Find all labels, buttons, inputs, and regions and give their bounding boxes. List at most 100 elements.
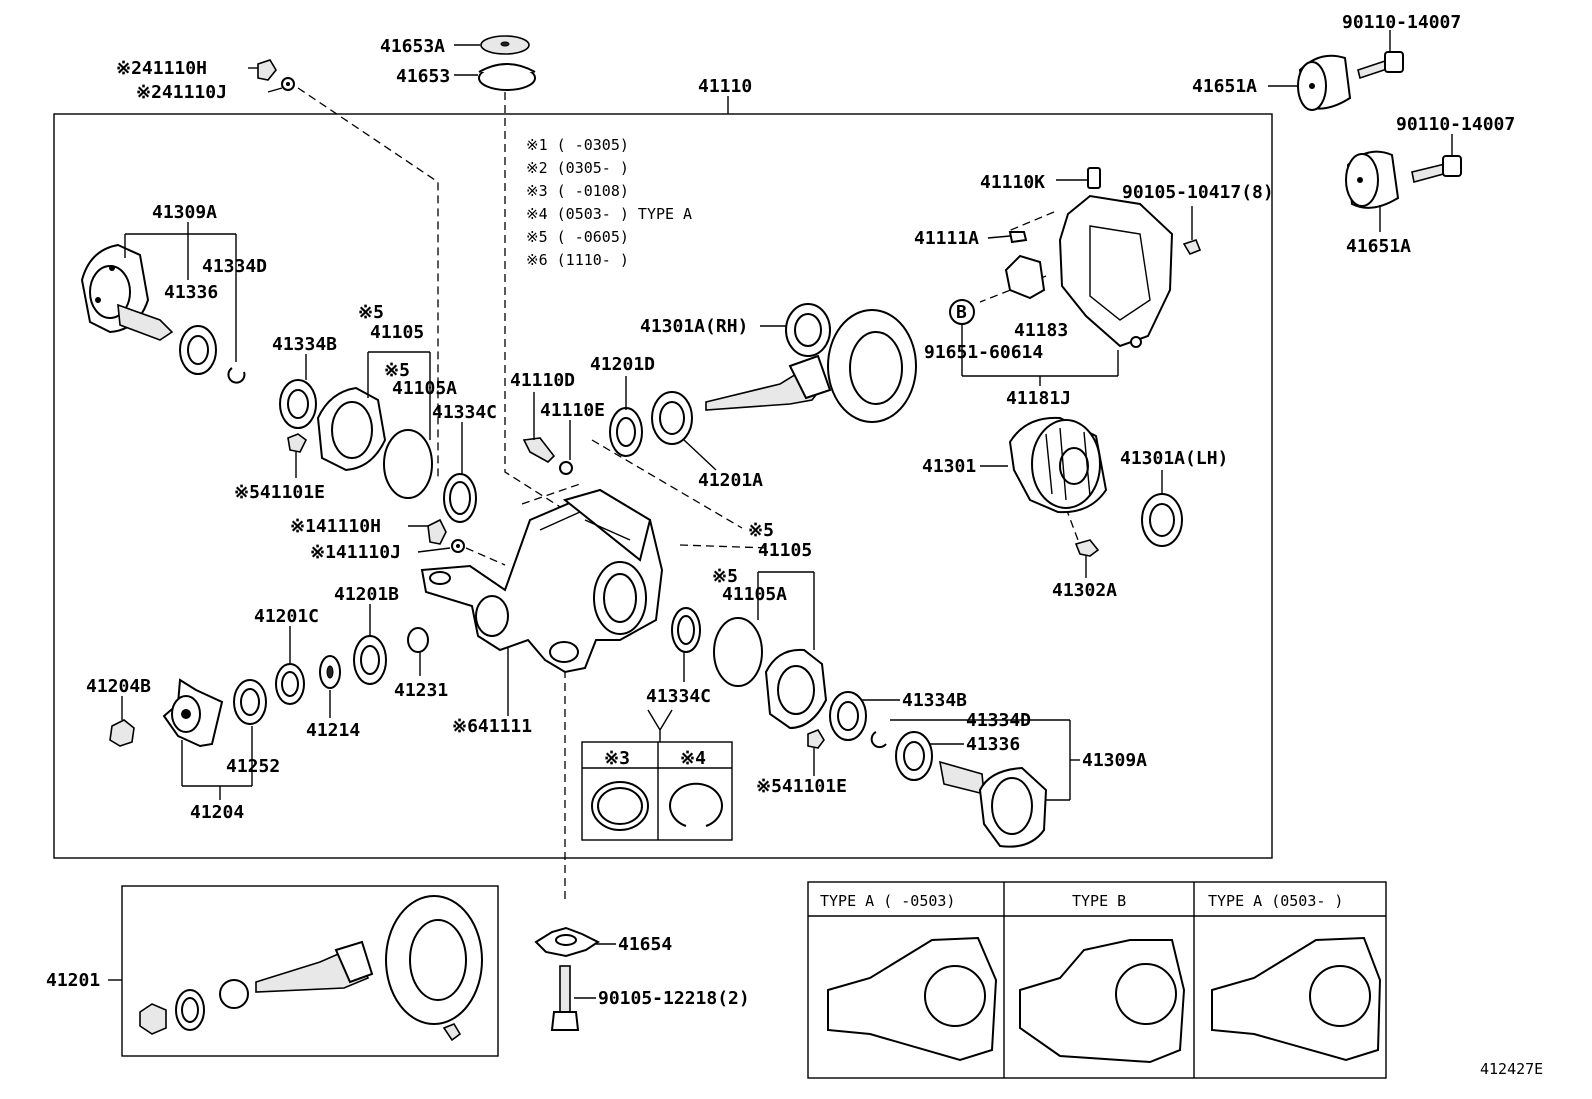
cushion-41653	[478, 63, 536, 91]
bolt-90105-10417	[1182, 239, 1202, 255]
seal-41336-right	[895, 731, 933, 781]
drive-pinion	[705, 354, 832, 411]
ring-gear	[827, 309, 917, 423]
label-41201D: 41201D	[590, 354, 655, 375]
label-41201A: 41201A	[698, 470, 763, 491]
bearing-41201C	[275, 663, 305, 705]
label-41334D-right: 41334D	[966, 710, 1031, 731]
label-41110: 41110	[698, 76, 752, 97]
bolt-41302A	[1074, 539, 1100, 557]
o-ring-41105A-left	[383, 429, 433, 499]
oil-seal-41252	[233, 679, 267, 725]
label-90110-14007-top: 90110-14007	[1342, 12, 1461, 33]
figure-code: 412427E	[1480, 1060, 1543, 1078]
oil-slinger-41214	[319, 655, 341, 689]
label-B: B	[956, 302, 967, 323]
label-note3: ※3	[604, 748, 630, 769]
label-41105A-left: 41105A	[392, 378, 457, 399]
label-41204: 41204	[190, 802, 244, 823]
seal-41334B-right	[829, 691, 867, 741]
bolt-41110D	[522, 437, 556, 463]
bolt-90110-14007-top	[1357, 51, 1404, 80]
note-2: ※2 (0305- )	[526, 159, 629, 177]
carrier-housing-41111	[420, 488, 664, 674]
label-41181J: 41181J	[1006, 388, 1071, 409]
footnotes: ※1 ( -0305) ※2 (0305- ) ※3 ( -0108) ※4 (…	[526, 136, 692, 269]
label-141110H: ※141110H	[290, 516, 381, 537]
label-41201C: 41201C	[254, 606, 319, 627]
label-41110D: 41110D	[510, 370, 575, 391]
label-141110J: ※141110J	[310, 542, 401, 563]
washer-41110J-mid	[451, 539, 465, 553]
label-41651A-right: 41651A	[1346, 236, 1411, 257]
label-41302A: 41302A	[1052, 580, 1117, 601]
note-3: ※3 ( -0108)	[526, 182, 629, 200]
bolt-90105-12218	[550, 965, 580, 1031]
label-90110-14007-right: 90110-14007	[1396, 114, 1515, 135]
label-41231: 41231	[394, 680, 448, 701]
differential-cover	[1058, 194, 1174, 348]
label-41110K: 41110K	[980, 172, 1045, 193]
label-41651A-top: 41651A	[1192, 76, 1257, 97]
bolt-41110K	[1087, 167, 1101, 189]
bracket-41183	[1004, 254, 1046, 300]
label-41201: 41201	[46, 970, 100, 991]
note-5: ※5 ( -0605)	[526, 228, 629, 246]
label-241110J: ※241110J	[136, 82, 227, 103]
companion-flange-41204	[162, 678, 224, 748]
note-1: ※1 ( -0305)	[526, 136, 629, 154]
support-cushion-41651A-right	[1345, 150, 1400, 209]
label-41204B: 41204B	[86, 676, 151, 697]
bolt-90110-14007-right	[1411, 155, 1462, 183]
label-41105-right: 41105	[758, 540, 812, 561]
seal-41336-left	[179, 325, 217, 375]
label-41653A: 41653A	[380, 36, 445, 57]
main-assembly-frame	[53, 113, 1273, 859]
label-note5-b: ※5	[384, 360, 410, 381]
note-4: ※4 (0503- ) TYPE A	[526, 205, 692, 223]
plug-41111A	[1008, 231, 1028, 244]
label-41105-left: 41105	[370, 322, 424, 343]
flange-41309A-right	[938, 760, 1048, 848]
label-41309A-right: 41309A	[1082, 750, 1147, 771]
label-41201B: 41201B	[334, 584, 399, 605]
bearing-41201B	[353, 635, 387, 685]
label-41111A: 41111A	[914, 228, 979, 249]
label-type-a-new: TYPE A (0503- )	[1208, 892, 1343, 910]
bearing-41301A-RH	[785, 303, 831, 357]
label-41334B-right: 41334B	[902, 690, 967, 711]
nut-41204B	[109, 719, 135, 747]
label-type-a-old: TYPE A ( -0503)	[820, 892, 955, 910]
label-90105-10417: 90105-10417(8)	[1122, 182, 1274, 203]
housing-type-table	[807, 881, 1387, 1079]
mount-41654	[534, 926, 600, 958]
label-90105-12218: 90105-12218(2)	[598, 988, 750, 1009]
label-41334D-left: 41334D	[202, 256, 267, 277]
seal-41334B-left	[279, 379, 317, 429]
retainer-41105-left	[316, 386, 387, 472]
snap-ring-41334D-left	[227, 367, 246, 384]
label-41214: 41214	[306, 720, 360, 741]
label-541101E-left: ※541101E	[234, 482, 325, 503]
label-41309A-left: 41309A	[152, 202, 217, 223]
label-type-b: TYPE B	[1072, 892, 1126, 910]
label-41653: 41653	[396, 66, 450, 87]
shim-41334C-right	[671, 607, 701, 653]
flange-41309A-left	[80, 243, 174, 341]
label-541101E-right: ※541101E	[756, 776, 847, 797]
label-41336-right: 41336	[966, 734, 1020, 755]
differential-case-41301	[1008, 416, 1108, 514]
note-6: ※6 (1110- )	[526, 251, 629, 269]
bolt-41101E-right	[807, 729, 825, 749]
bolt-41110H-top	[257, 59, 277, 81]
label-41301A-LH: 41301A(LH)	[1120, 448, 1228, 469]
bolt-41110H-mid	[427, 518, 447, 545]
label-41301: 41301	[922, 456, 976, 477]
shim-41334C-left	[443, 473, 477, 523]
label-91651-60614: 91651-60614	[924, 342, 1043, 363]
label-241110H: ※241110H	[116, 58, 207, 79]
snap-ring-41334D-right	[870, 731, 887, 749]
label-41336-left: 41336	[164, 282, 218, 303]
label-41183: 41183	[1014, 320, 1068, 341]
